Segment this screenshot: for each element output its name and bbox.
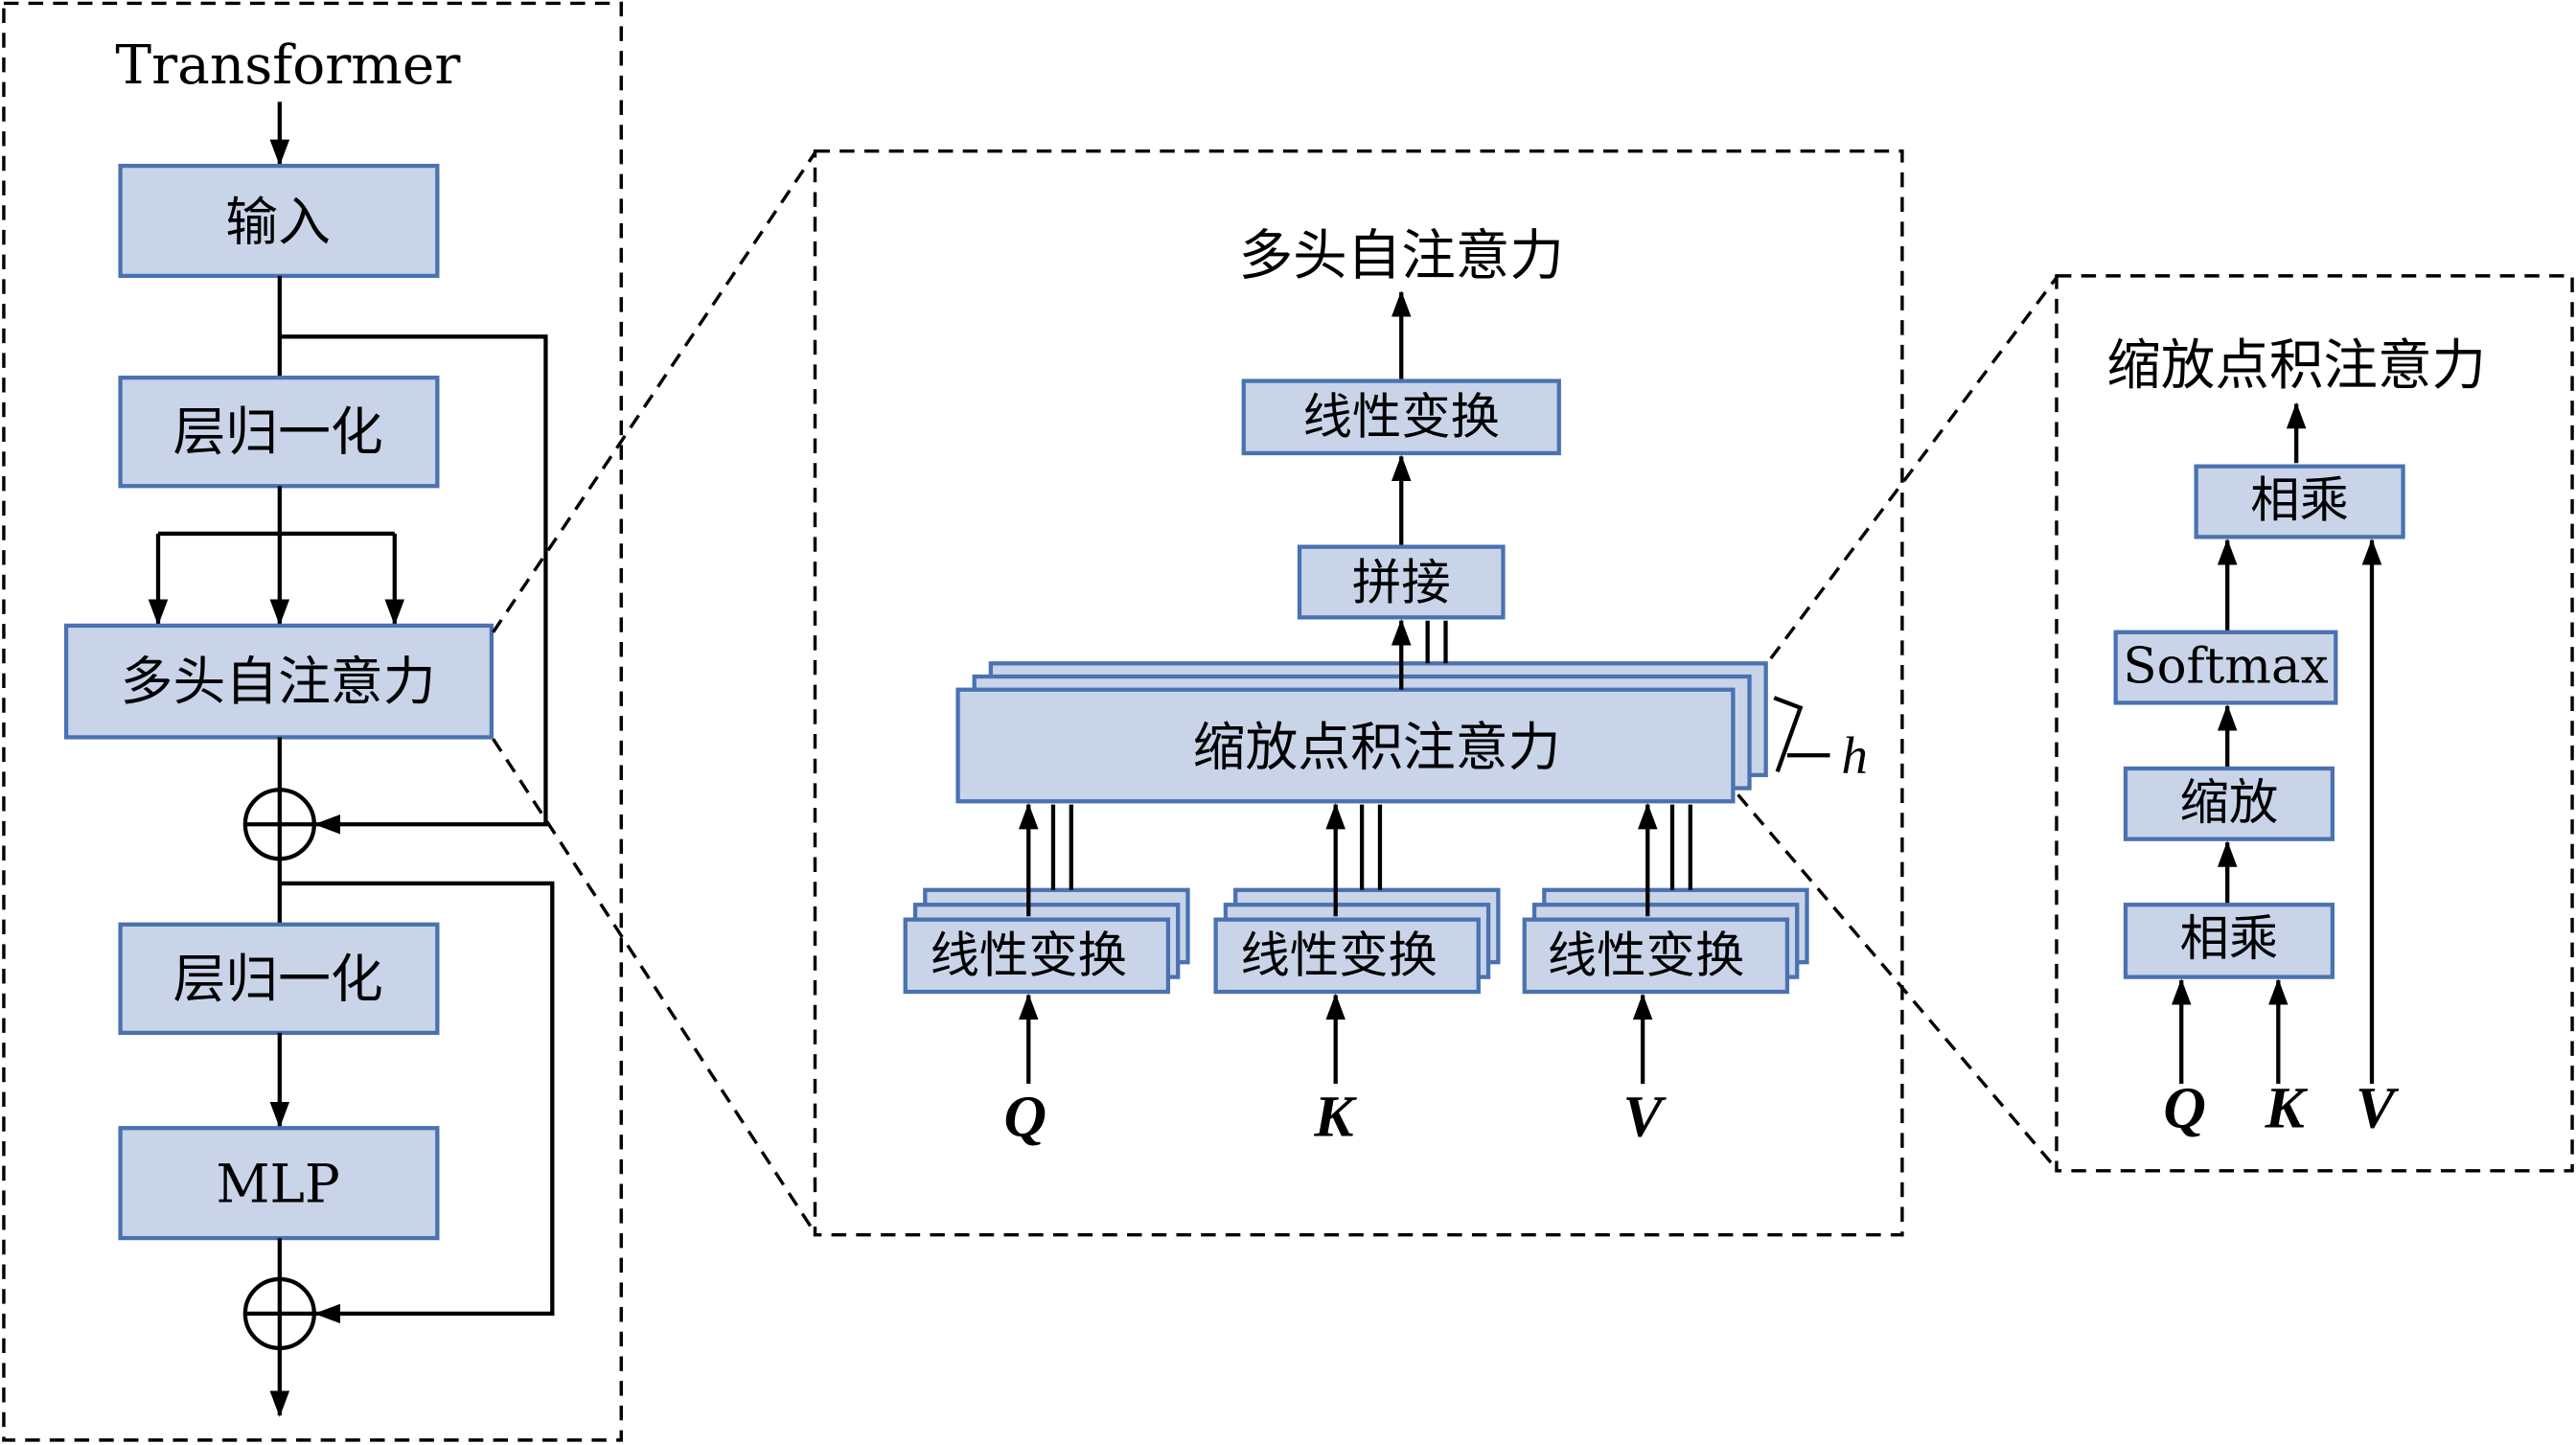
- matmul-out-label: 相乘: [2250, 472, 2349, 530]
- softmax-box: [2113, 630, 2338, 705]
- attention-head-layer-1: [955, 687, 1736, 804]
- layer-norm-1-label: 层归一化: [172, 401, 382, 463]
- concat-label: 拼接: [1352, 554, 1451, 611]
- mlp-label: MLP: [216, 1154, 339, 1215]
- matmul-out-box: [2194, 464, 2405, 539]
- heads-brace: [1773, 696, 1804, 773]
- scaled-dot-panel: 缩放点积注意力 相乘 Softmax 缩放 相乘 Q K V: [2055, 274, 2574, 1173]
- scaled-dot-panel-border: [2055, 274, 2574, 1173]
- linear-v-stack: 线性变换: [1522, 887, 1809, 995]
- mlp-box: [118, 1126, 440, 1241]
- sd-k-label: K: [2265, 1076, 2309, 1141]
- v-label: V: [1623, 1084, 1668, 1149]
- linear-q-layer-1: [903, 917, 1171, 995]
- scale-label: 缩放: [2180, 774, 2279, 832]
- concat-box: [1297, 544, 1506, 620]
- residual-connection-1: [279, 334, 548, 835]
- sd-v-label: V: [2356, 1076, 2400, 1141]
- transformer-panel: Transformer 输入 层归一化 多头自注意力 层归一化 MLP: [2, 1, 623, 1442]
- layer-norm-1-box: [118, 375, 440, 489]
- scale-box: [2123, 766, 2335, 841]
- linear-out-box: [1241, 378, 1561, 456]
- input-box: [118, 163, 440, 279]
- add-node-2: [242, 1276, 316, 1351]
- layer-norm-2-label: 层归一化: [172, 948, 382, 1009]
- multi-head-title: 多头自注意力: [1239, 225, 1564, 287]
- transformer-title: Transformer: [115, 34, 461, 97]
- add-node-1: [242, 788, 316, 861]
- zoom-line-right-top: [1769, 276, 2058, 660]
- transformer-panel-border: [2, 1, 623, 1442]
- zoom-line-left-top: [492, 151, 816, 633]
- linear-out-label: 线性变换: [1302, 388, 1500, 446]
- sd-q-label: Q: [2163, 1076, 2206, 1141]
- linear-k-label: 线性变换: [1240, 927, 1438, 984]
- matmul-in-label: 相乘: [2180, 910, 2279, 968]
- input-label: 输入: [225, 191, 331, 252]
- multi-head-panel: 多头自注意力 线性变换 拼接 缩放点积注意力 h 线性变换: [813, 149, 1904, 1237]
- scaled-dot-attention-label: 缩放点积注意力: [1193, 717, 1561, 778]
- multi-head-attention-label: 多头自注意力: [121, 651, 436, 712]
- heads-count-label: h: [1841, 726, 1867, 785]
- softmax-label: Softmax: [2123, 638, 2328, 696]
- matmul-in-box: [2123, 903, 2335, 979]
- linear-q-stack: 线性变换: [903, 887, 1190, 995]
- layer-norm-2-box: [118, 922, 440, 1036]
- k-label: K: [1313, 1084, 1357, 1149]
- multi-head-panel-border: [813, 149, 1904, 1237]
- linear-k-layer-1: [1213, 917, 1481, 995]
- scaled-dot-title: 缩放点积注意力: [2106, 335, 2486, 398]
- linear-v-layer-1: [1522, 917, 1790, 995]
- zoom-line-right-bottom: [1736, 793, 2058, 1171]
- q-label: Q: [1004, 1084, 1047, 1149]
- zoom-line-left-bottom: [492, 738, 816, 1234]
- linear-q-label: 线性变换: [930, 927, 1127, 984]
- residual-connection-2: [279, 881, 555, 1324]
- linear-v-label: 线性变换: [1548, 927, 1745, 984]
- scaled-dot-attention-stack: 缩放点积注意力: [955, 661, 1768, 804]
- linear-k-stack: 线性变换: [1213, 887, 1501, 995]
